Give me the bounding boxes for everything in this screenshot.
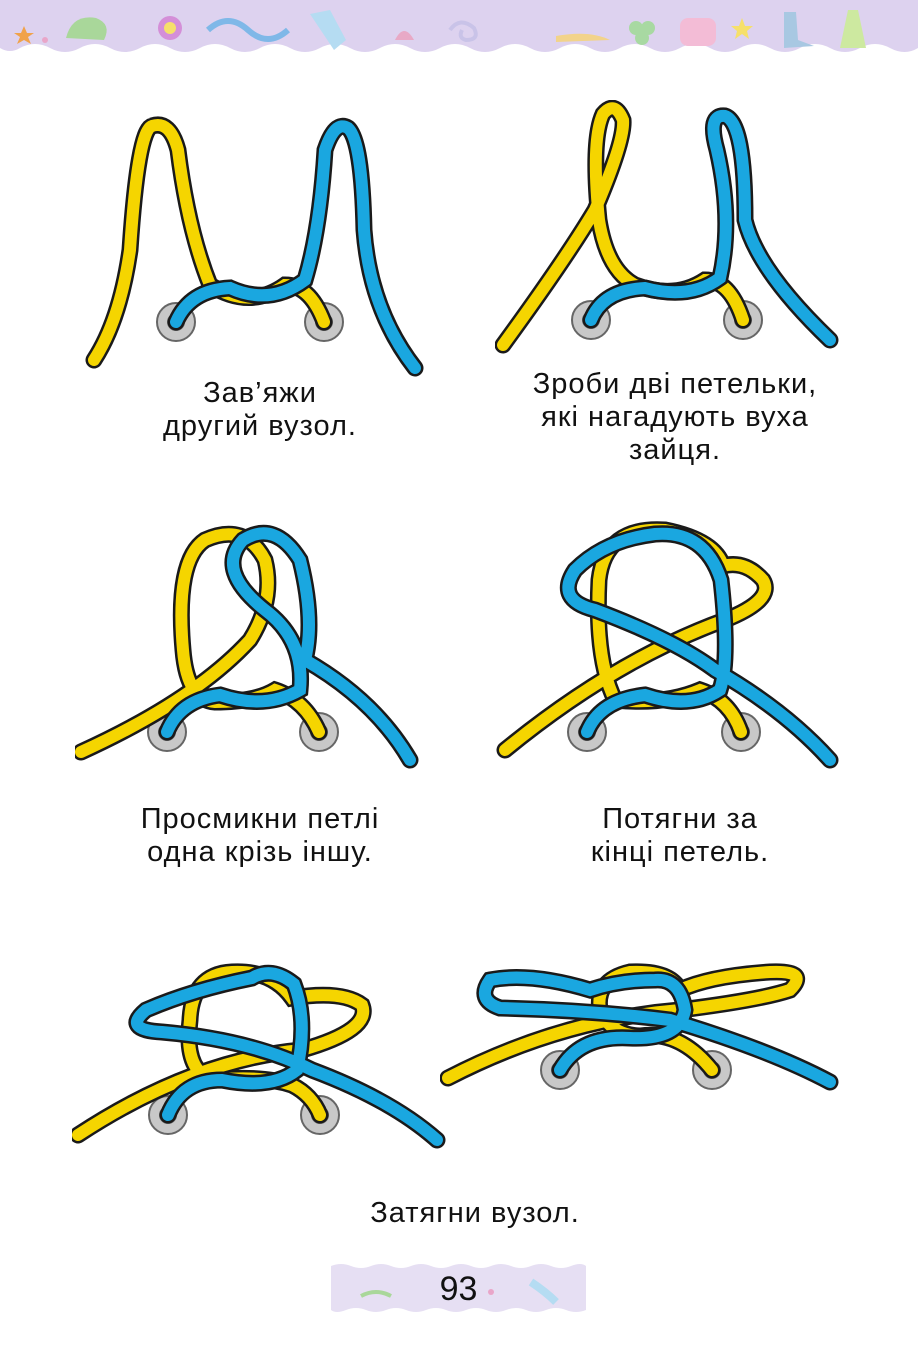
dress-icon (840, 10, 866, 48)
step2-caption: Зроби дві петельки, які нагадують вуха з… (500, 368, 850, 467)
step1-illustration (85, 116, 424, 377)
star-icon (14, 26, 34, 44)
swirl-icon (448, 20, 478, 43)
step5-illustration-b (440, 963, 839, 1091)
shell-icon (395, 31, 414, 40)
caption-line: Затягни вузол. (370, 1197, 580, 1229)
step4-illustration (496, 521, 839, 769)
step5-caption: Затягни вузол. (330, 1197, 620, 1230)
caption-line: Потягни за (602, 803, 758, 835)
step1-caption: Зав’яжи другий вузол. (120, 377, 400, 443)
step2-illustration (495, 100, 839, 354)
page-number: 93 (439, 1270, 478, 1308)
star-icon (731, 18, 753, 39)
cap-icon (66, 17, 107, 40)
step4-caption: Потягни за кінці петель. (520, 803, 840, 869)
caption-line: Просмикни петлі (140, 803, 380, 835)
flower-icon (158, 16, 182, 40)
wave-icon (205, 18, 291, 42)
caption-line: одна крізь іншу. (147, 836, 373, 868)
step3-caption: Просмикни петлі одна крізь іншу. (110, 803, 410, 869)
clover-icon (629, 21, 655, 45)
step3-illustration (75, 524, 419, 769)
caption-line: Зав’яжи (203, 377, 317, 409)
shoe-icon (556, 33, 610, 42)
boot-icon (784, 12, 814, 48)
page-number-background (331, 1264, 586, 1312)
caption-line: Зроби дві петельки, (532, 368, 818, 400)
caption-line: зайця. (629, 434, 721, 466)
step5-illustration-a (72, 963, 446, 1149)
caption-line: які нагадують вуха (541, 401, 809, 433)
decorative-banner (0, 0, 918, 52)
shirt-icon (310, 10, 346, 50)
bag-icon (680, 18, 716, 46)
caption-line: кінці петель. (590, 836, 770, 868)
caption-line: другий вузол. (163, 410, 357, 442)
